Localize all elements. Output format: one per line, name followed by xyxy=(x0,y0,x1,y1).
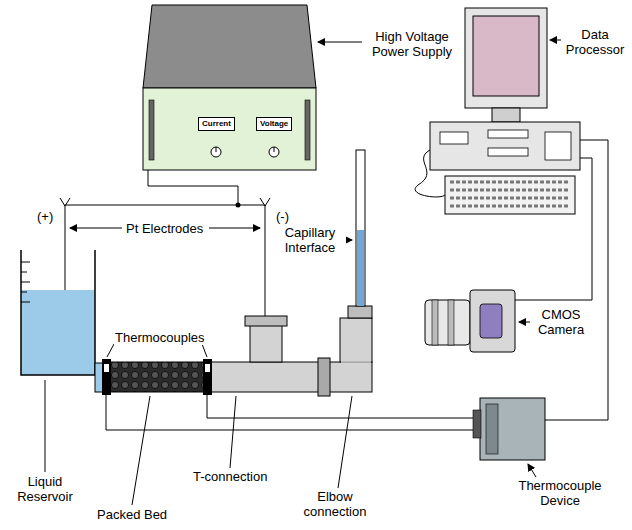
packed-bed xyxy=(102,359,212,395)
leader-line xyxy=(550,40,561,41)
thermocouple-wires xyxy=(106,395,480,430)
data-cable xyxy=(515,140,608,420)
part-label: Thermocouples xyxy=(114,330,206,345)
leader-line xyxy=(318,42,362,43)
thermocouple-device xyxy=(473,398,545,460)
leader-line xyxy=(202,344,207,357)
leader-line xyxy=(45,240,352,505)
polarity-label: (+) xyxy=(36,209,54,224)
display-text: Current xyxy=(202,119,231,128)
junction-dot xyxy=(236,203,241,208)
device-label: High Voltage Power Supply xyxy=(365,29,459,59)
leader-line xyxy=(519,322,530,323)
cmos-camera xyxy=(425,290,515,352)
meter-display: Current xyxy=(198,117,235,131)
display-text: Voltage xyxy=(260,119,288,128)
part-label: Capillary Interface xyxy=(274,225,346,255)
part-label: Elbow connection xyxy=(296,489,374,519)
part-label: Pt Electrodes xyxy=(125,221,204,236)
pipe-assembly xyxy=(210,150,372,396)
power-supply xyxy=(143,5,316,170)
device-label: CMOS Camera xyxy=(532,307,590,337)
device-label: Data Processor xyxy=(561,27,629,57)
polarity-label: (-) xyxy=(275,209,290,224)
device-label: Thermocouple Device xyxy=(516,478,604,508)
leader-line xyxy=(107,344,114,357)
leader-line xyxy=(209,228,260,229)
part-label: T-connection xyxy=(192,469,268,484)
leader-line xyxy=(70,228,122,229)
part-label: Packed Bed xyxy=(96,507,168,522)
leader-line xyxy=(528,464,536,477)
part-label: Liquid Reservoir xyxy=(8,474,82,504)
liquid-reservoir xyxy=(21,250,104,392)
meter-display: Voltage xyxy=(256,117,292,131)
